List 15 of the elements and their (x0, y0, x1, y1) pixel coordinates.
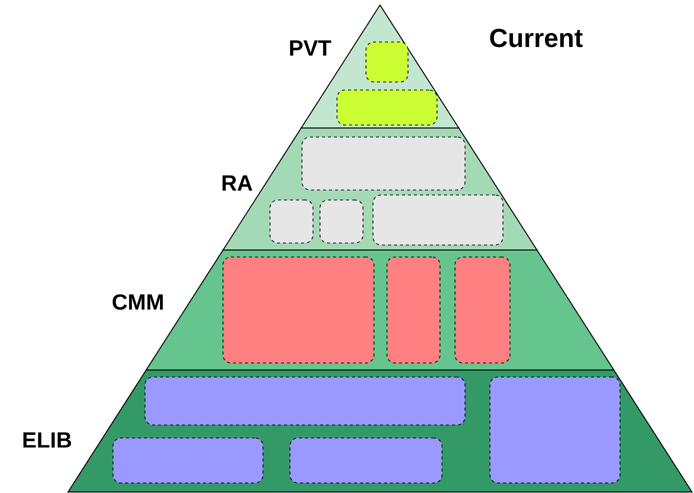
dashed-box (144, 376, 466, 426)
dashed-box (336, 90, 438, 126)
dashed-box (490, 376, 620, 484)
dashed-box (270, 200, 314, 244)
dashed-box (290, 438, 442, 484)
dashed-box (366, 42, 408, 82)
title: Current (490, 28, 583, 48)
dashed-box (454, 256, 510, 364)
dashed-box (320, 200, 364, 244)
dashed-box (386, 256, 440, 364)
dashed-box (302, 136, 466, 190)
dashed-box (372, 194, 504, 246)
dashed-box (112, 438, 264, 484)
node-label: ELIB (23, 432, 72, 448)
dashed-box (222, 256, 374, 364)
